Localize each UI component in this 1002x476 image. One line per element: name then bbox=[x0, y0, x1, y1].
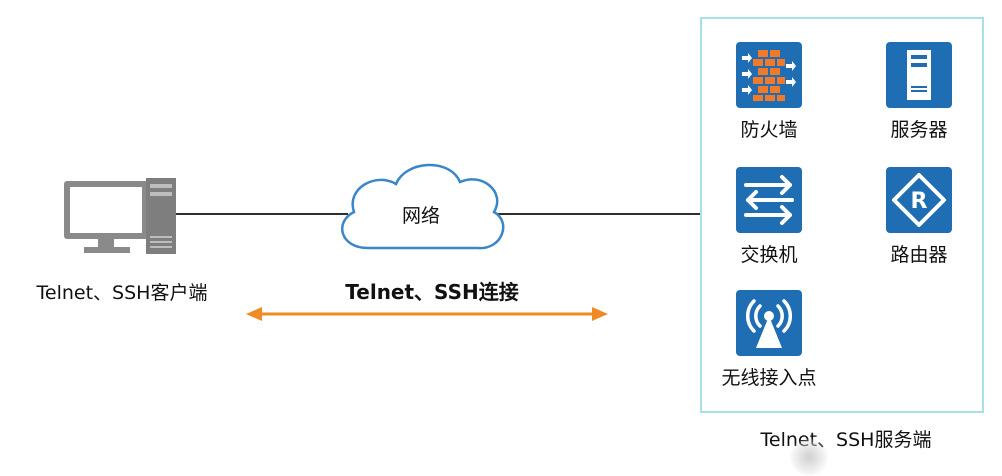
server-label: Telnet、SSH服务端 bbox=[760, 429, 932, 451]
faded-watermark-dot bbox=[790, 438, 828, 476]
wireless-ap-icon bbox=[736, 290, 802, 356]
router-label: 路由器 bbox=[890, 244, 948, 266]
switch-label: 交换机 bbox=[740, 244, 798, 266]
network-label: 网络 bbox=[402, 205, 441, 227]
connection-arrow bbox=[246, 307, 608, 321]
server-icon bbox=[886, 42, 952, 108]
wireless-ap-label: 无线接入点 bbox=[721, 367, 817, 389]
device-wireless-ap: 无线接入点 bbox=[709, 290, 829, 390]
client-label: Telnet、SSH客户端 bbox=[36, 282, 208, 304]
device-router: R 路由器 bbox=[859, 167, 979, 267]
device-switch: 交换机 bbox=[709, 167, 829, 267]
svg-text:R: R bbox=[911, 189, 928, 214]
router-icon: R bbox=[886, 167, 952, 233]
connection-label: Telnet、SSH连接 bbox=[345, 280, 519, 304]
firewall-label: 防火墙 bbox=[740, 119, 798, 141]
device-firewall: 防火墙 bbox=[709, 42, 829, 142]
device-server: 服务器 bbox=[859, 42, 979, 142]
switch-icon bbox=[736, 167, 802, 233]
network-cloud-icon bbox=[341, 163, 505, 250]
diagram-canvas bbox=[64, 163, 700, 321]
firewall-icon bbox=[736, 42, 802, 108]
server-device-label: 服务器 bbox=[890, 119, 948, 141]
server-device-panel bbox=[700, 17, 984, 413]
client-computer-icon bbox=[64, 178, 176, 254]
